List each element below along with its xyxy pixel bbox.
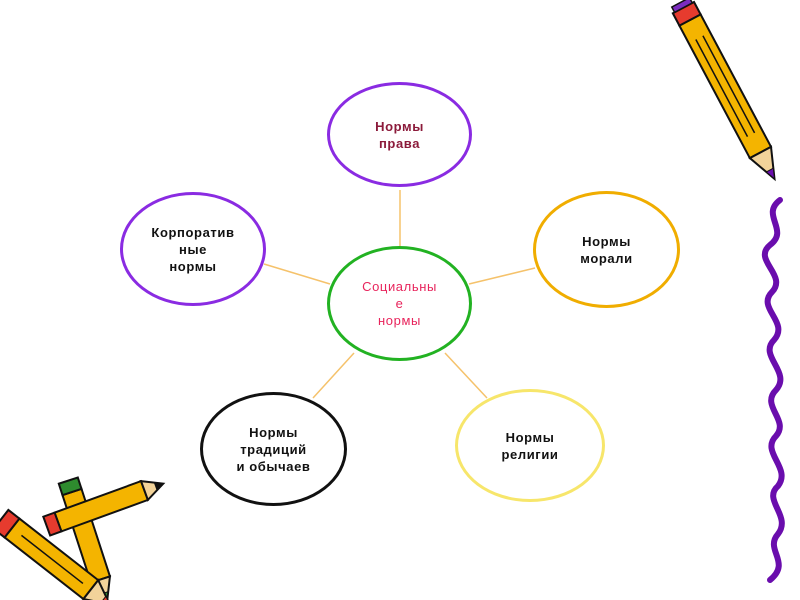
node-religion-norms: Нормы религии [455,389,605,502]
node-morals-label: Нормы морали [580,233,632,267]
node-traditions-norms: Нормы традиций и обычаев [200,392,347,506]
edge-religion [445,353,487,398]
edge-corporate [264,264,330,284]
node-moral-norms: Нормы морали [533,191,680,308]
node-law-label: Нормы права [375,118,424,152]
node-center-social-norms: Социальны е нормы [327,246,472,361]
node-traditions-label: Нормы традиций и обычаев [236,424,310,475]
edge-morals [469,268,535,284]
pencil-top-right [670,0,785,185]
node-center-label: Социальны е нормы [362,278,437,329]
node-religion-label: Нормы религии [501,429,558,463]
node-law-norms: Нормы права [327,82,472,187]
edge-traditions [313,353,354,398]
wavy-line [765,200,782,580]
node-corporate-norms: Корпоратив ные нормы [120,192,266,306]
node-corporate-label: Корпоратив ные нормы [151,224,234,275]
